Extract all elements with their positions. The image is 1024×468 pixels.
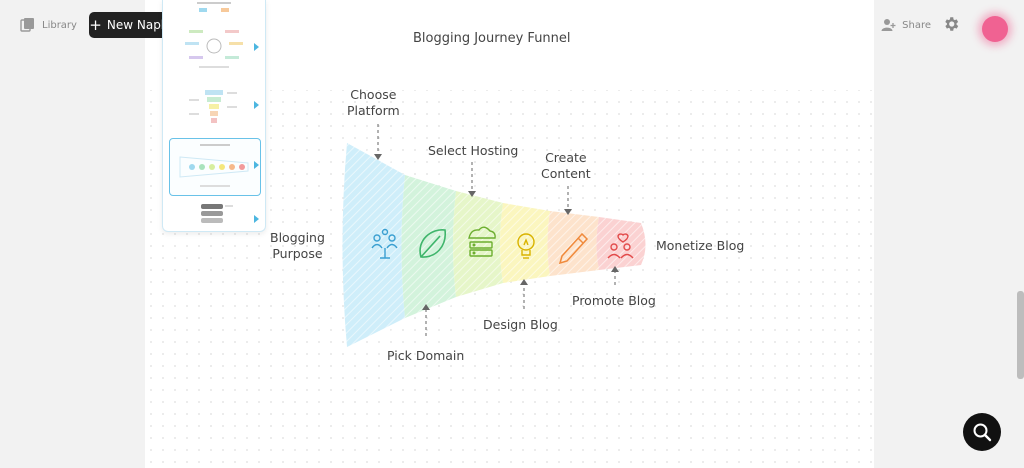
server-icon: [468, 226, 496, 257]
right-gutter: [874, 0, 1024, 468]
label-monetize-blog[interactable]: Monetize Blog: [656, 238, 745, 253]
visual-variants-panel: [162, 0, 266, 232]
leaf-icon: [419, 229, 446, 258]
variant-thumbnail-4-selected[interactable]: [169, 138, 261, 196]
diagram-title[interactable]: Blogging Journey Funnel: [413, 31, 571, 46]
arrow-heads: [374, 154, 619, 310]
label-blogging-purpose[interactable]: Blogging Purpose: [270, 230, 325, 261]
search-icon: [973, 423, 992, 442]
plus-icon: +: [89, 15, 102, 34]
avatar[interactable]: [982, 16, 1008, 42]
variant-arrow-3: [254, 161, 259, 169]
label-pick-domain[interactable]: Pick Domain: [387, 348, 465, 363]
variant-thumbnail-5[interactable]: [169, 200, 259, 230]
gear-icon: [945, 17, 959, 31]
library-button[interactable]: Library: [20, 17, 77, 33]
label-promote-blog[interactable]: Promote Blog: [572, 293, 656, 308]
label-select-hosting[interactable]: Select Hosting: [428, 143, 519, 158]
people-network-icon: [371, 228, 398, 259]
library-icon: [20, 18, 34, 32]
funnel-hatch: [342, 143, 646, 347]
variant-thumbnail-1[interactable]: [169, 0, 259, 20]
label-design-blog[interactable]: Design Blog: [483, 317, 558, 332]
people-hearts-icon: [607, 233, 634, 259]
variant-arrow-4: [254, 215, 259, 223]
canvas-header-area: [145, 0, 874, 90]
share-button[interactable]: Share: [881, 18, 931, 32]
add-user-icon: [881, 19, 896, 31]
library-label: Library: [42, 19, 77, 31]
new-napkin-label: New Napkin: [106, 18, 179, 32]
share-label: Share: [902, 19, 931, 31]
variant-arrow-1: [254, 43, 259, 51]
left-gutter: [0, 0, 145, 468]
label-choose-platform[interactable]: Choose Platform: [347, 87, 400, 118]
variant-arrow-2: [254, 101, 259, 109]
label-create-content[interactable]: Create Content: [541, 150, 591, 181]
search-button[interactable]: [963, 413, 1001, 451]
variant-thumbnail-2[interactable]: [169, 22, 259, 80]
lightbulb-icon: [517, 233, 535, 259]
settings-button[interactable]: [942, 15, 960, 37]
scrollbar-thumb[interactable]: [1017, 291, 1024, 379]
pencil-icon: [558, 232, 589, 265]
variant-thumbnail-3[interactable]: [169, 84, 259, 134]
connector-arrows: [377, 124, 616, 336]
